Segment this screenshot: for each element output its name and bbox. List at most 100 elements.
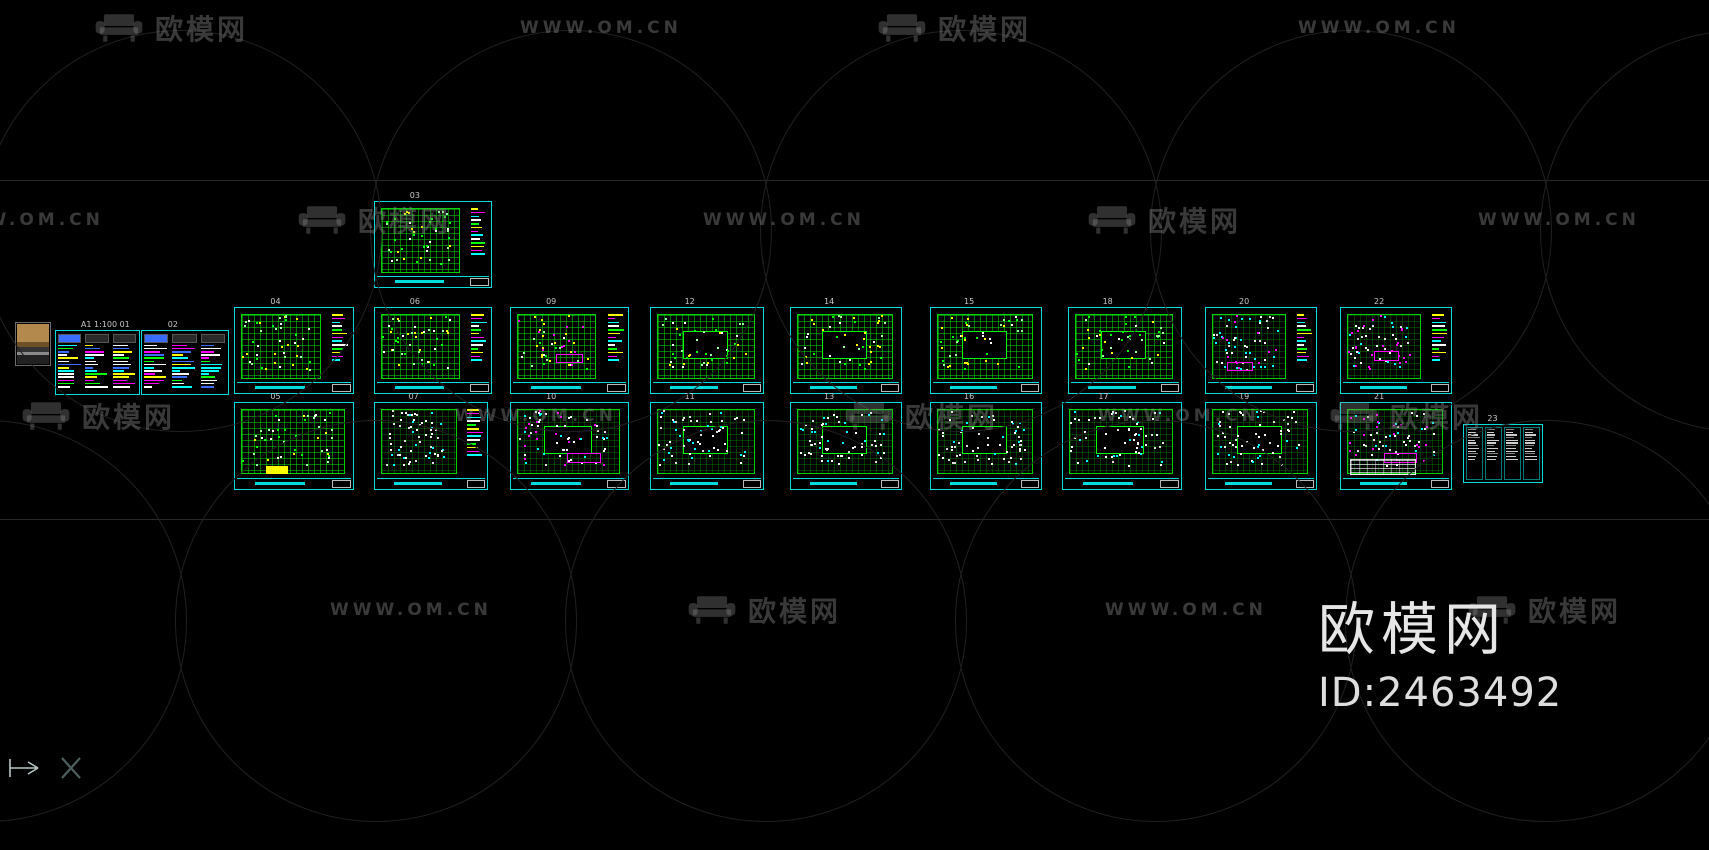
- title-bar: [1065, 478, 1179, 489]
- plan-drawing: [380, 313, 460, 379]
- detail-accent: [1227, 361, 1253, 372]
- footer-id: ID:2463492: [1318, 669, 1563, 716]
- title-block: [1159, 480, 1179, 489]
- title-bar-highlight: [810, 386, 857, 390]
- title-bar: [377, 276, 489, 287]
- details-column: [1466, 427, 1483, 480]
- drawing-sheet[interactable]: 19: [1205, 392, 1317, 490]
- title-bar-highlight: [255, 386, 306, 390]
- drawing-sheet[interactable]: 03: [374, 191, 492, 288]
- drawing-sheet[interactable]: 11: [650, 392, 764, 490]
- title-block: [1295, 480, 1314, 489]
- title-block: [331, 480, 351, 489]
- sheet-label: 21: [1374, 392, 1385, 401]
- notes-column: [144, 334, 169, 391]
- notes-content: [144, 334, 226, 391]
- title-block: [466, 480, 485, 489]
- title-bar-highlight: [810, 481, 857, 486]
- courtyard-void: [682, 425, 729, 455]
- title-bar-highlight: [670, 386, 718, 390]
- annotation-marks: [938, 315, 940, 317]
- plan-drawing: [796, 409, 894, 475]
- drawing-sheet[interactable]: 17: [1062, 392, 1182, 490]
- title-bar: [1343, 382, 1449, 393]
- title-block: [1160, 384, 1179, 393]
- drawing-sheet[interactable]: 23: [1463, 414, 1543, 483]
- courtyard-void: [822, 330, 867, 359]
- title-bar-highlight: [950, 481, 997, 486]
- title-bar: [793, 478, 899, 489]
- drawing-sheet[interactable]: 12: [650, 297, 764, 394]
- title-bar-highlight: [1083, 481, 1134, 486]
- annotation-marks: [1348, 315, 1350, 317]
- details-column: [1523, 427, 1540, 480]
- title-bar: [653, 382, 761, 393]
- drawing-sheet[interactable]: 04: [234, 297, 354, 394]
- detail-accent: [1373, 351, 1400, 361]
- sheet-label: 12: [684, 297, 695, 306]
- notes-column: [172, 334, 197, 391]
- drawing-sheet[interactable]: A1 1:100 01: [55, 320, 140, 395]
- title-block: [880, 480, 899, 489]
- title-block: [880, 384, 899, 393]
- notes-column: [112, 334, 137, 391]
- annotation-marks: [1076, 315, 1078, 317]
- drawing-sheet[interactable]: 20: [1205, 297, 1317, 394]
- plan-drawing: [240, 409, 345, 475]
- sheet-label: 19: [1239, 392, 1250, 401]
- drawing-sheet[interactable]: 22: [1340, 297, 1452, 394]
- drawing-sheet[interactable]: 15: [930, 297, 1042, 394]
- sheet-label: 07: [408, 392, 419, 401]
- detail-accent: [556, 353, 583, 364]
- sheet-label: 11: [684, 392, 695, 401]
- sheet-label: 23: [1487, 414, 1498, 423]
- title-bar-highlight: [1225, 386, 1272, 390]
- drawing-sheet[interactable]: 05: [234, 392, 354, 490]
- plan-drawing: [1068, 409, 1173, 475]
- footer-brand: 欧模网: [1318, 597, 1507, 663]
- drawing-sheet[interactable]: 21: [1340, 392, 1452, 490]
- title-block: [1295, 384, 1314, 393]
- drawing-sheet[interactable]: 14: [790, 297, 902, 394]
- drawing-sheet[interactable]: 10: [510, 392, 629, 490]
- plan-drawing: [656, 313, 756, 379]
- ucs-axis-icon: [9, 757, 81, 779]
- sheet-label: 10: [546, 392, 557, 401]
- annotation-marks: [382, 209, 384, 211]
- sheet-label: 17: [1098, 392, 1109, 401]
- annotation-marks: [1070, 410, 1072, 412]
- plan-drawing: [240, 313, 322, 379]
- title-bar-highlight: [395, 280, 445, 284]
- title-bar-highlight: [531, 481, 581, 486]
- drawing-sheet[interactable]: 13: [790, 392, 902, 490]
- title-block: [469, 384, 489, 393]
- annotation-marks: [518, 315, 520, 317]
- plan-drawing: [936, 313, 1034, 379]
- plan-drawing: [516, 313, 597, 379]
- details-column: [1485, 427, 1502, 480]
- drawing-sheet[interactable]: 16: [930, 392, 1042, 490]
- annotation-marks: [242, 410, 244, 412]
- drawing-sheet[interactable]: 06: [374, 297, 492, 394]
- title-bar: [377, 382, 489, 393]
- annotation-marks: [242, 315, 244, 317]
- plan-drawing: [1211, 409, 1309, 475]
- title-block: [606, 480, 626, 489]
- annotation-marks: [518, 410, 520, 412]
- drawing-sheet[interactable]: 09: [510, 297, 629, 394]
- title-bar-highlight: [1088, 386, 1136, 390]
- title-bar-highlight: [531, 386, 581, 390]
- drawing-sheet[interactable]: [15, 322, 51, 366]
- sheet-label: 04: [270, 297, 281, 306]
- title-block: [1430, 480, 1449, 489]
- plan-drawing: [516, 409, 620, 475]
- sheet-label: 20: [1239, 297, 1250, 306]
- drawing-sheet[interactable]: 07: [374, 392, 488, 490]
- title-bar-highlight: [1225, 481, 1272, 486]
- drawing-sheet[interactable]: 18: [1068, 297, 1182, 394]
- drawing-sheet[interactable]: 02: [141, 320, 229, 395]
- title-bar: [513, 382, 626, 393]
- title-block: [742, 480, 761, 489]
- plan-drawing: [936, 409, 1034, 475]
